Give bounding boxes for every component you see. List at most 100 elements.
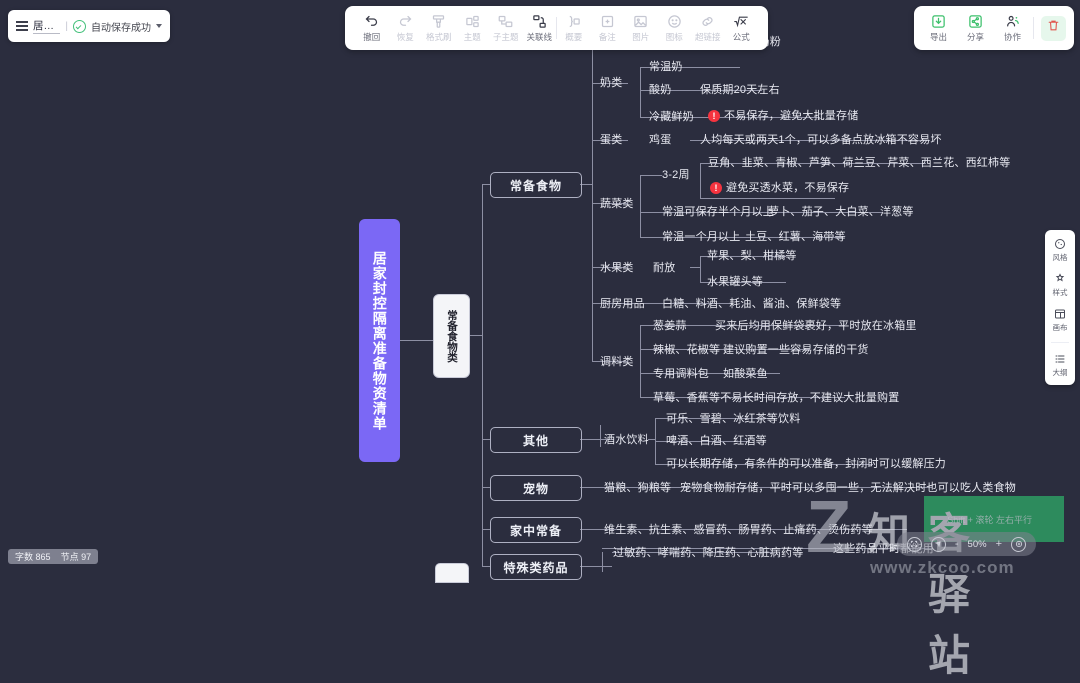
- branch-node-jiazhong[interactable]: 家中常备: [490, 517, 582, 543]
- action-collaborate[interactable]: 协作: [996, 13, 1029, 43]
- action-bar[interactable]: 导出 分享 协作: [914, 6, 1074, 50]
- node-naifang-list[interactable]: 苹果、梨、柑橘等: [707, 250, 797, 262]
- right-side-panel[interactable]: 风格 样式 画布 大纲: [1045, 230, 1075, 385]
- node-jidan[interactable]: 鸡蛋: [649, 134, 672, 146]
- node-suannai-note[interactable]: 保质期20天左右: [700, 84, 780, 96]
- delete-button[interactable]: [1041, 15, 1066, 41]
- node-yiyue-list[interactable]: 土豆、红薯、海带等: [745, 231, 846, 243]
- node-banyue-list[interactable]: 萝卜、茄子、大白菜、洋葱等: [768, 206, 914, 218]
- toolbar-redo[interactable]: 恢复: [389, 13, 423, 43]
- connector: [580, 184, 592, 185]
- toolbar-relation-line[interactable]: 关联线: [523, 13, 557, 43]
- mindmap-canvas[interactable]: 居家封控隔离准备物资清单 常备食物类 常备食物 其他 宠物 家中常备 特殊类药品…: [0, 0, 1080, 583]
- node-yiyue[interactable]: 常温一个月以上: [662, 231, 741, 243]
- node-guantou[interactable]: 水果罐头等: [707, 276, 763, 288]
- format-brush-icon: [431, 13, 446, 29]
- node-tiaoliao[interactable]: 调料类: [600, 356, 634, 368]
- hamburger-icon[interactable]: [16, 21, 28, 31]
- toolbar-image[interactable]: 图片: [624, 13, 658, 43]
- root-node[interactable]: 居家封控隔离准备物资清单: [359, 219, 400, 462]
- node-zhuanyong[interactable]: 专用调料包: [653, 368, 709, 380]
- sidepanel-item-label: 风格: [1052, 253, 1068, 262]
- node-lengcang-warn[interactable]: ! 不易保存，避免大批量存储: [708, 109, 858, 123]
- check-circle-icon: [73, 19, 86, 33]
- node-jiushui[interactable]: 酒水饮料: [604, 434, 649, 446]
- node-chufang[interactable]: 厨房用品: [600, 298, 645, 310]
- toolbar-summary[interactable]: 概要: [557, 13, 591, 43]
- node-jidan-note[interactable]: 人均每天或两天1个，可以多备点放冰箱不容易坏: [700, 134, 942, 146]
- branch-node-teshu[interactable]: 特殊类药品: [490, 554, 582, 580]
- connector: [650, 325, 845, 326]
- node-danlei[interactable]: 蛋类: [600, 134, 623, 146]
- toolbar-format-brush[interactable]: 格式刷: [422, 13, 456, 43]
- toolbar-undo-label: 撤回: [363, 32, 381, 42]
- connector: [640, 67, 690, 68]
- node-banyue[interactable]: 常温可保存半个月以上: [662, 206, 774, 218]
- export-icon: [931, 13, 946, 29]
- node-lajiao[interactable]: 辣椒、花椒等: [653, 344, 721, 356]
- branch-node-changbei[interactable]: 常备食物: [490, 172, 582, 198]
- node-pijiu[interactable]: 啤酒、白酒、红酒等: [666, 435, 767, 447]
- node-maoliang[interactable]: 猫粮、狗粮等: [604, 482, 672, 494]
- branch-node-qita[interactable]: 其他: [490, 427, 582, 453]
- node-lengcang[interactable]: 冷藏鲜奶: [649, 111, 694, 123]
- node-jiazhong-list[interactable]: 维生素、抗生素、感冒药、肠胃药、止痛药、烫伤药等: [604, 524, 873, 536]
- sidepanel-item-canvas[interactable]: 画布: [1045, 307, 1075, 333]
- main-toolbar[interactable]: 撤回 恢复 格式刷 主题 子主题 关联线 概要: [345, 6, 768, 50]
- node-zhuanyong-note[interactable]: 如酸菜鱼: [723, 368, 768, 380]
- chevron-down-icon[interactable]: [156, 24, 162, 28]
- node-congjiangsuan-note[interactable]: 买来后均用保鲜袋裹好，平时放在冰箱里: [715, 320, 917, 332]
- node-congjiangsuan[interactable]: 葱姜蒜: [653, 320, 687, 332]
- node-caomei-note[interactable]: 草莓、香蕉等不易长时间存放，不建议大批量购置: [653, 392, 900, 404]
- toolbar-undo[interactable]: 撤回: [355, 13, 389, 43]
- connector: [700, 163, 926, 164]
- relation-line-icon: [532, 13, 547, 29]
- node-lajiao-note[interactable]: 建议购置一些容易存储的干货: [723, 344, 869, 356]
- fullscreen-icon[interactable]: [906, 536, 922, 552]
- node-naifang[interactable]: 耐放: [653, 262, 676, 274]
- connector: [700, 256, 786, 257]
- locate-icon[interactable]: [930, 536, 946, 552]
- toolbar-emoji[interactable]: 图标: [657, 13, 691, 43]
- zoom-in-button[interactable]: +: [995, 538, 1002, 550]
- node-maoliang-note[interactable]: 宠物食物耐存储，平时可以多囤一些，无法解决时也可以吃人类食物: [680, 482, 1016, 494]
- node-week32-warn[interactable]: ! 避免买透水菜，不易保存: [710, 181, 849, 195]
- level1-node-food[interactable]: 常备食物类: [433, 294, 470, 378]
- node-week32-list[interactable]: 豆角、韭菜、青椒、芦笋、荷兰豆、芹菜、西兰花、西红柿等: [708, 157, 1011, 169]
- zoom-bar[interactable]: - 50% +: [896, 532, 1036, 556]
- node-chufang-list[interactable]: 白糖、料酒、耗油、酱油、保鲜袋等: [662, 298, 842, 310]
- node-shuiguo[interactable]: 水果类: [600, 262, 634, 274]
- partial-node-bottom[interactable]: [435, 563, 469, 583]
- action-export[interactable]: 导出: [922, 13, 955, 43]
- connector: [468, 335, 482, 336]
- node-shucai[interactable]: 蔬菜类: [600, 198, 634, 210]
- zoom-reset-icon[interactable]: [1011, 536, 1026, 552]
- summary-icon: [566, 13, 581, 29]
- node-count-value: 97: [81, 552, 92, 562]
- canvas-icon: [1054, 307, 1066, 321]
- node-changwennai[interactable]: 常温奶: [649, 61, 683, 73]
- title-bar[interactable]: 居家封控隔... | 自动保存成功: [8, 10, 170, 42]
- sidepanel-item-style[interactable]: 样式: [1045, 272, 1075, 298]
- toolbar-note[interactable]: 备注: [590, 13, 624, 43]
- node-nailei[interactable]: 奶类: [600, 77, 623, 89]
- action-share[interactable]: 分享: [959, 13, 992, 43]
- zoom-out-button[interactable]: -: [954, 538, 959, 550]
- node-suannai[interactable]: 酸奶: [649, 84, 672, 96]
- node-kele[interactable]: 可乐、雪碧、冰红茶等饮料: [666, 413, 801, 425]
- sidepanel-item-outline[interactable]: 大纲: [1045, 352, 1075, 378]
- connector: [592, 83, 628, 84]
- node-teshu-list[interactable]: 过敏药、哮喘药、降压药、心脏病药等: [613, 547, 804, 559]
- toolbar-format-brush-label: 格式刷: [425, 32, 452, 42]
- branch-node-chongwu[interactable]: 宠物: [490, 475, 582, 501]
- toolbar-subtopic[interactable]: 子主题: [489, 13, 523, 43]
- toolbar-topic[interactable]: 主题: [456, 13, 490, 43]
- toolbar-formula[interactable]: 公式: [724, 13, 758, 43]
- sidepanel-item-style-theme[interactable]: 风格: [1045, 237, 1075, 263]
- document-title[interactable]: 居家封控隔...: [33, 18, 61, 34]
- node-week32[interactable]: 3-2周: [662, 169, 690, 181]
- node-jiushui-note[interactable]: 可以长期存储，有条件的可以准备，封闭时可以缓解压力: [666, 458, 946, 470]
- style-icon: [1054, 272, 1066, 286]
- shift-scroll-hint: Shift + 滚轮 左右平行: [947, 515, 1032, 525]
- toolbar-link[interactable]: 超链接: [691, 13, 725, 43]
